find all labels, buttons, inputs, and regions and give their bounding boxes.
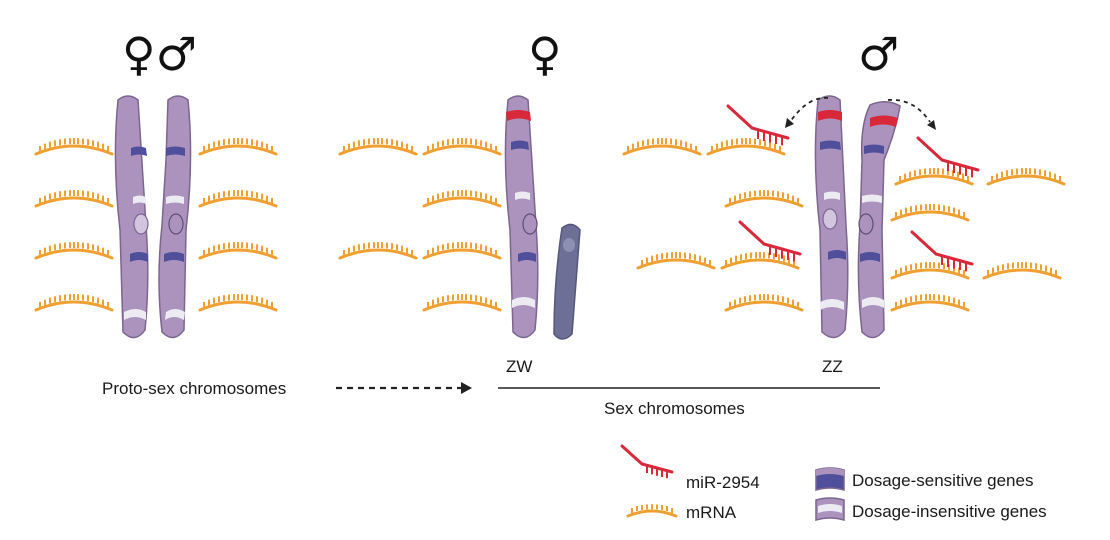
- mrna-strand: [198, 188, 278, 208]
- male-symbol: ♂: [858, 27, 899, 81]
- legend-sensitive-swatch: [815, 467, 845, 491]
- mrna-strand: [34, 292, 114, 312]
- arrowhead: [785, 118, 794, 128]
- mrna-strand: [982, 260, 1062, 280]
- zw-label: ZW: [506, 357, 532, 376]
- sex-chromosomes-label: Sex chromosomes: [604, 399, 745, 418]
- mrna-strand: [622, 136, 702, 156]
- legend-mrna-label: mRNA: [686, 503, 737, 522]
- arrowhead: [461, 382, 472, 394]
- legend-insensitive-label: Dosage-insensitive genes: [852, 502, 1047, 521]
- z-chromosome-male-left: [814, 95, 849, 339]
- mrna-strand: [890, 260, 970, 280]
- arrowhead: [927, 120, 936, 130]
- mrna-strand: [338, 136, 418, 156]
- female-male-symbol: ♀♂: [122, 27, 197, 81]
- proto-chromosome-pair: [114, 95, 192, 339]
- legend: miR-2954 mRNA Dosage-sensitive genes Dos…: [620, 444, 1047, 522]
- legend-mrna-icon: [626, 504, 678, 518]
- w-chromosome: [553, 223, 581, 340]
- dashed-arrow: [887, 99, 931, 123]
- mrna-strand: [338, 240, 418, 260]
- mrna-strand: [198, 240, 278, 260]
- proto-chromosome-left: [114, 95, 149, 339]
- mrna-strand: [890, 292, 970, 312]
- mrna-strand: [34, 136, 114, 156]
- mrna-strand: [422, 240, 502, 260]
- mrna-strand: [706, 136, 786, 156]
- legend-mirna-icon: [620, 444, 674, 480]
- female-symbol: ♀: [528, 27, 562, 81]
- mrna-strand: [890, 202, 970, 222]
- legend-sensitive-label: Dosage-sensitive genes: [852, 471, 1033, 490]
- mrna-strand: [34, 240, 114, 260]
- mrna-strand: [422, 292, 502, 312]
- mrna-strand: [422, 188, 502, 208]
- mrna-strand: [986, 166, 1066, 186]
- mrna-strand: [34, 188, 114, 208]
- mrna-strand: [198, 136, 278, 156]
- mrna-strand: [422, 136, 502, 156]
- zz-label: ZZ: [822, 357, 843, 376]
- proto-chromosome-right: [158, 95, 192, 339]
- mrna-strand: [198, 292, 278, 312]
- legend-insensitive-swatch: [815, 497, 845, 521]
- mrna-strand: [720, 250, 800, 270]
- proto-sex-chromosomes-label: Proto-sex chromosomes: [102, 379, 286, 398]
- mrna-strand: [724, 292, 804, 312]
- z-chromosome-male-right: [857, 101, 901, 339]
- dashed-arrow: [789, 97, 829, 123]
- z-chromosome-female: [504, 95, 539, 339]
- mrna-strand: [636, 250, 716, 270]
- legend-mirna-label: miR-2954: [686, 473, 760, 492]
- mrna-strand: [724, 188, 804, 208]
